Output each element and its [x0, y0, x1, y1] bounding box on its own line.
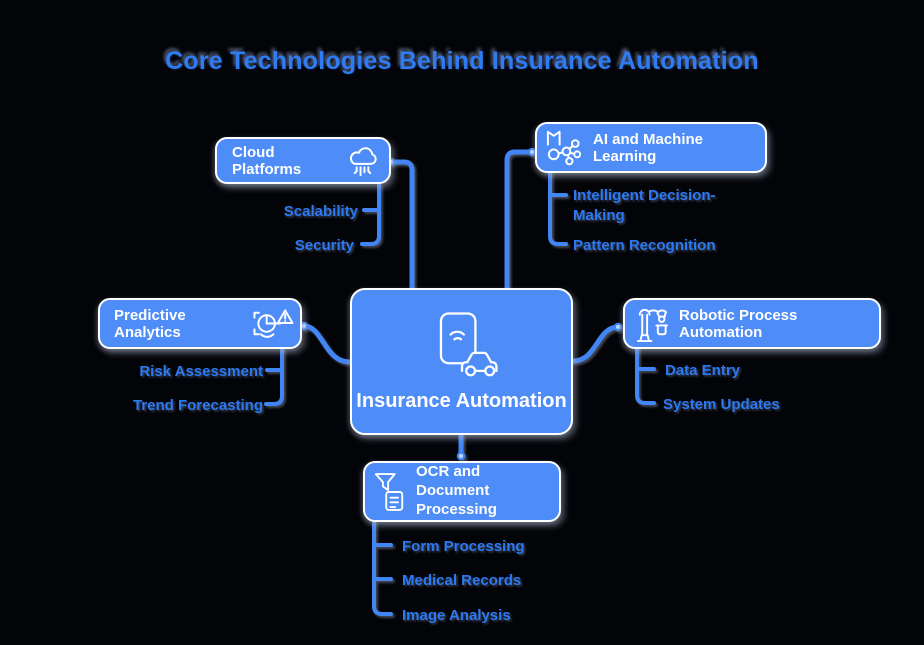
sub-label-risk-assessment: Risk Assessment [139, 363, 263, 380]
robot-arm-icon [632, 302, 671, 345]
ai-network-icon [543, 126, 586, 169]
node-predictive-analytics: Predictive Analytics [98, 298, 302, 349]
node-label: Robotic Process Automation [679, 306, 798, 341]
node-label: OCR and Document Processing [416, 463, 497, 518]
diagram-title: Core Technologies Behind Insurance Autom… [165, 47, 759, 75]
risk-analytics-icon [250, 304, 295, 343]
sub-label-system-updates: System Updates [663, 396, 780, 413]
sub-label-trend-forecasting: Trend Forecasting [132, 397, 263, 414]
main-connectors [301, 149, 621, 459]
node-label: AI and Machine Learning [593, 130, 704, 165]
node-label: Insurance Automation [356, 390, 567, 412]
phone-car-icon [418, 310, 506, 382]
sub-label-form-processing: Form Processing [402, 538, 525, 555]
sub-label-image-analysis: Image Analysis [402, 607, 511, 624]
funnel-document-icon [374, 471, 406, 513]
sub-label-medical-records: Medical Records [402, 572, 522, 589]
sub-label-intelligent-decision-making: Intelligent Decision-Making [573, 187, 716, 224]
sub-label-data-entry: Data Entry [665, 362, 741, 379]
connector-dots [299, 147, 623, 461]
node-robotic-process-automation: Robotic Process Automation [623, 298, 881, 349]
node-label: Cloud Platforms [232, 143, 302, 178]
cloud-computing-icon [344, 143, 381, 178]
sub-label-pattern-recognition: Pattern Recognition [573, 237, 716, 254]
node-label: Predictive Analytics [114, 306, 186, 341]
sub-label-security: Security [294, 237, 354, 254]
sub-label-scalability: Scalability [283, 203, 358, 220]
node-ocr-document-processing: OCR and Document Processing [363, 461, 561, 522]
node-ai-machine-learning: AI and Machine Learning [535, 122, 767, 173]
node-insurance-automation: Insurance Automation [350, 288, 573, 435]
node-cloud-platforms: Cloud Platforms [215, 137, 391, 184]
sub-connectors [264, 170, 656, 616]
